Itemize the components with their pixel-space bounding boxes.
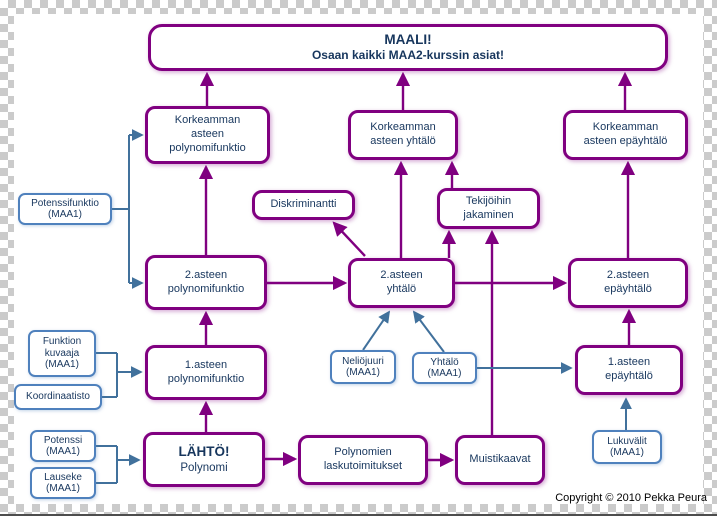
node-tag: (MAA1) <box>346 367 380 378</box>
node-neliojuuri-maa1: Neliöjuuri (MAA1) <box>330 350 396 384</box>
node-label: 1.asteen polynomifunktio <box>167 358 245 385</box>
node-label: Lukuvälit <box>607 435 647 447</box>
node-diskriminantti: Diskriminantti <box>252 190 355 220</box>
node-funktion-kuvaaja-maa1: Funktion kuvaaja (MAA1) <box>28 330 96 377</box>
node-tekijoihin-jakaminen: Tekijöihin jakaminen <box>437 188 540 229</box>
node-yhtalo-maa1: Yhtälö (MAA1) <box>412 352 477 384</box>
node-label: Potenssi <box>43 434 83 446</box>
node-label: Neliöjuuri <box>342 355 384 367</box>
node-lukuvalit-maa1: Lukuvälit (MAA1) <box>592 430 662 464</box>
node-tag: (MAA1) <box>610 447 644 458</box>
node-1asteen-epayhtalo: 1.asteen epäyhtälö <box>575 345 683 395</box>
node-label: Potenssifunktio <box>31 197 99 209</box>
image-bottom-border <box>0 514 717 516</box>
node-tag: (MAA1) <box>46 483 80 494</box>
node-label: Polynomien laskutoimitukset <box>323 446 403 472</box>
node-2asteen-epayhtalo: 2.asteen epäyhtälö <box>568 258 688 308</box>
node-label: Koordinaatisto <box>26 391 90 403</box>
node-tag: (MAA1) <box>48 209 82 220</box>
node-label: Yhtälö <box>430 356 459 368</box>
node-tag: (MAA1) <box>45 359 79 371</box>
node-muistikaavat: Muistikaavat <box>455 435 545 485</box>
node-label: Muistikaavat <box>469 453 531 466</box>
node-label: 2.asteen polynomifunktio <box>167 268 245 295</box>
node-label: Korkeamman asteen epäyhtälö <box>583 121 668 147</box>
node-label: 2.asteen yhtälö <box>380 269 423 295</box>
node-label: Korkeamman asteen polynomifunktio <box>169 114 246 154</box>
node-tag: (MAA1) <box>46 446 80 457</box>
node-polynomien-laskutoimitukset: Polynomien laskutoimitukset <box>298 435 428 485</box>
node-lahto: LÄHTÖ! Polynomi <box>143 432 265 487</box>
goal-title: MAALI! <box>384 31 432 47</box>
node-label: Funktion kuvaaja <box>42 336 82 359</box>
goal-subtitle: Osaan kaikki MAA2-kurssin asiat! <box>311 48 505 63</box>
node-koordinaatisto: Koordinaatisto <box>14 384 102 410</box>
node-korkeamman-asteen-epayhtalo: Korkeamman asteen epäyhtälö <box>563 110 688 160</box>
start-subtitle: Polynomi <box>180 461 228 474</box>
node-label: 1.asteen epäyhtälö <box>605 356 653 382</box>
node-tag: (MAA1) <box>427 368 462 379</box>
node-maali: MAALI! Osaan kaikki MAA2-kurssin asiat! <box>148 24 668 71</box>
node-potenssifunktio-maa1: Potenssifunktio (MAA1) <box>18 193 112 225</box>
node-label: Lauseke <box>44 471 82 483</box>
node-lauseke-maa1: Lauseke (MAA1) <box>30 467 96 499</box>
node-label: 2.asteen epäyhtälö <box>604 269 652 295</box>
node-2asteen-polynomifunktio: 2.asteen polynomifunktio <box>145 255 267 310</box>
node-1asteen-polynomifunktio: 1.asteen polynomifunktio <box>145 345 267 400</box>
node-label: Tekijöihin jakaminen <box>463 194 514 221</box>
node-potenssi-maa1: Potenssi (MAA1) <box>30 430 96 462</box>
node-label: Korkeamman asteen yhtälö <box>370 121 436 147</box>
node-label: Diskriminantti <box>270 198 337 211</box>
node-2asteen-yhtalo: 2.asteen yhtälö <box>348 258 455 308</box>
start-title: LÄHTÖ! <box>178 443 230 459</box>
node-korkeamman-asteen-yhtalo: Korkeamman asteen yhtälö <box>348 110 458 160</box>
copyright-text: Copyright © 2010 Pekka Peura <box>555 492 707 504</box>
node-korkeamman-asteen-polynomifunktio: Korkeamman asteen polynomifunktio <box>145 106 270 164</box>
